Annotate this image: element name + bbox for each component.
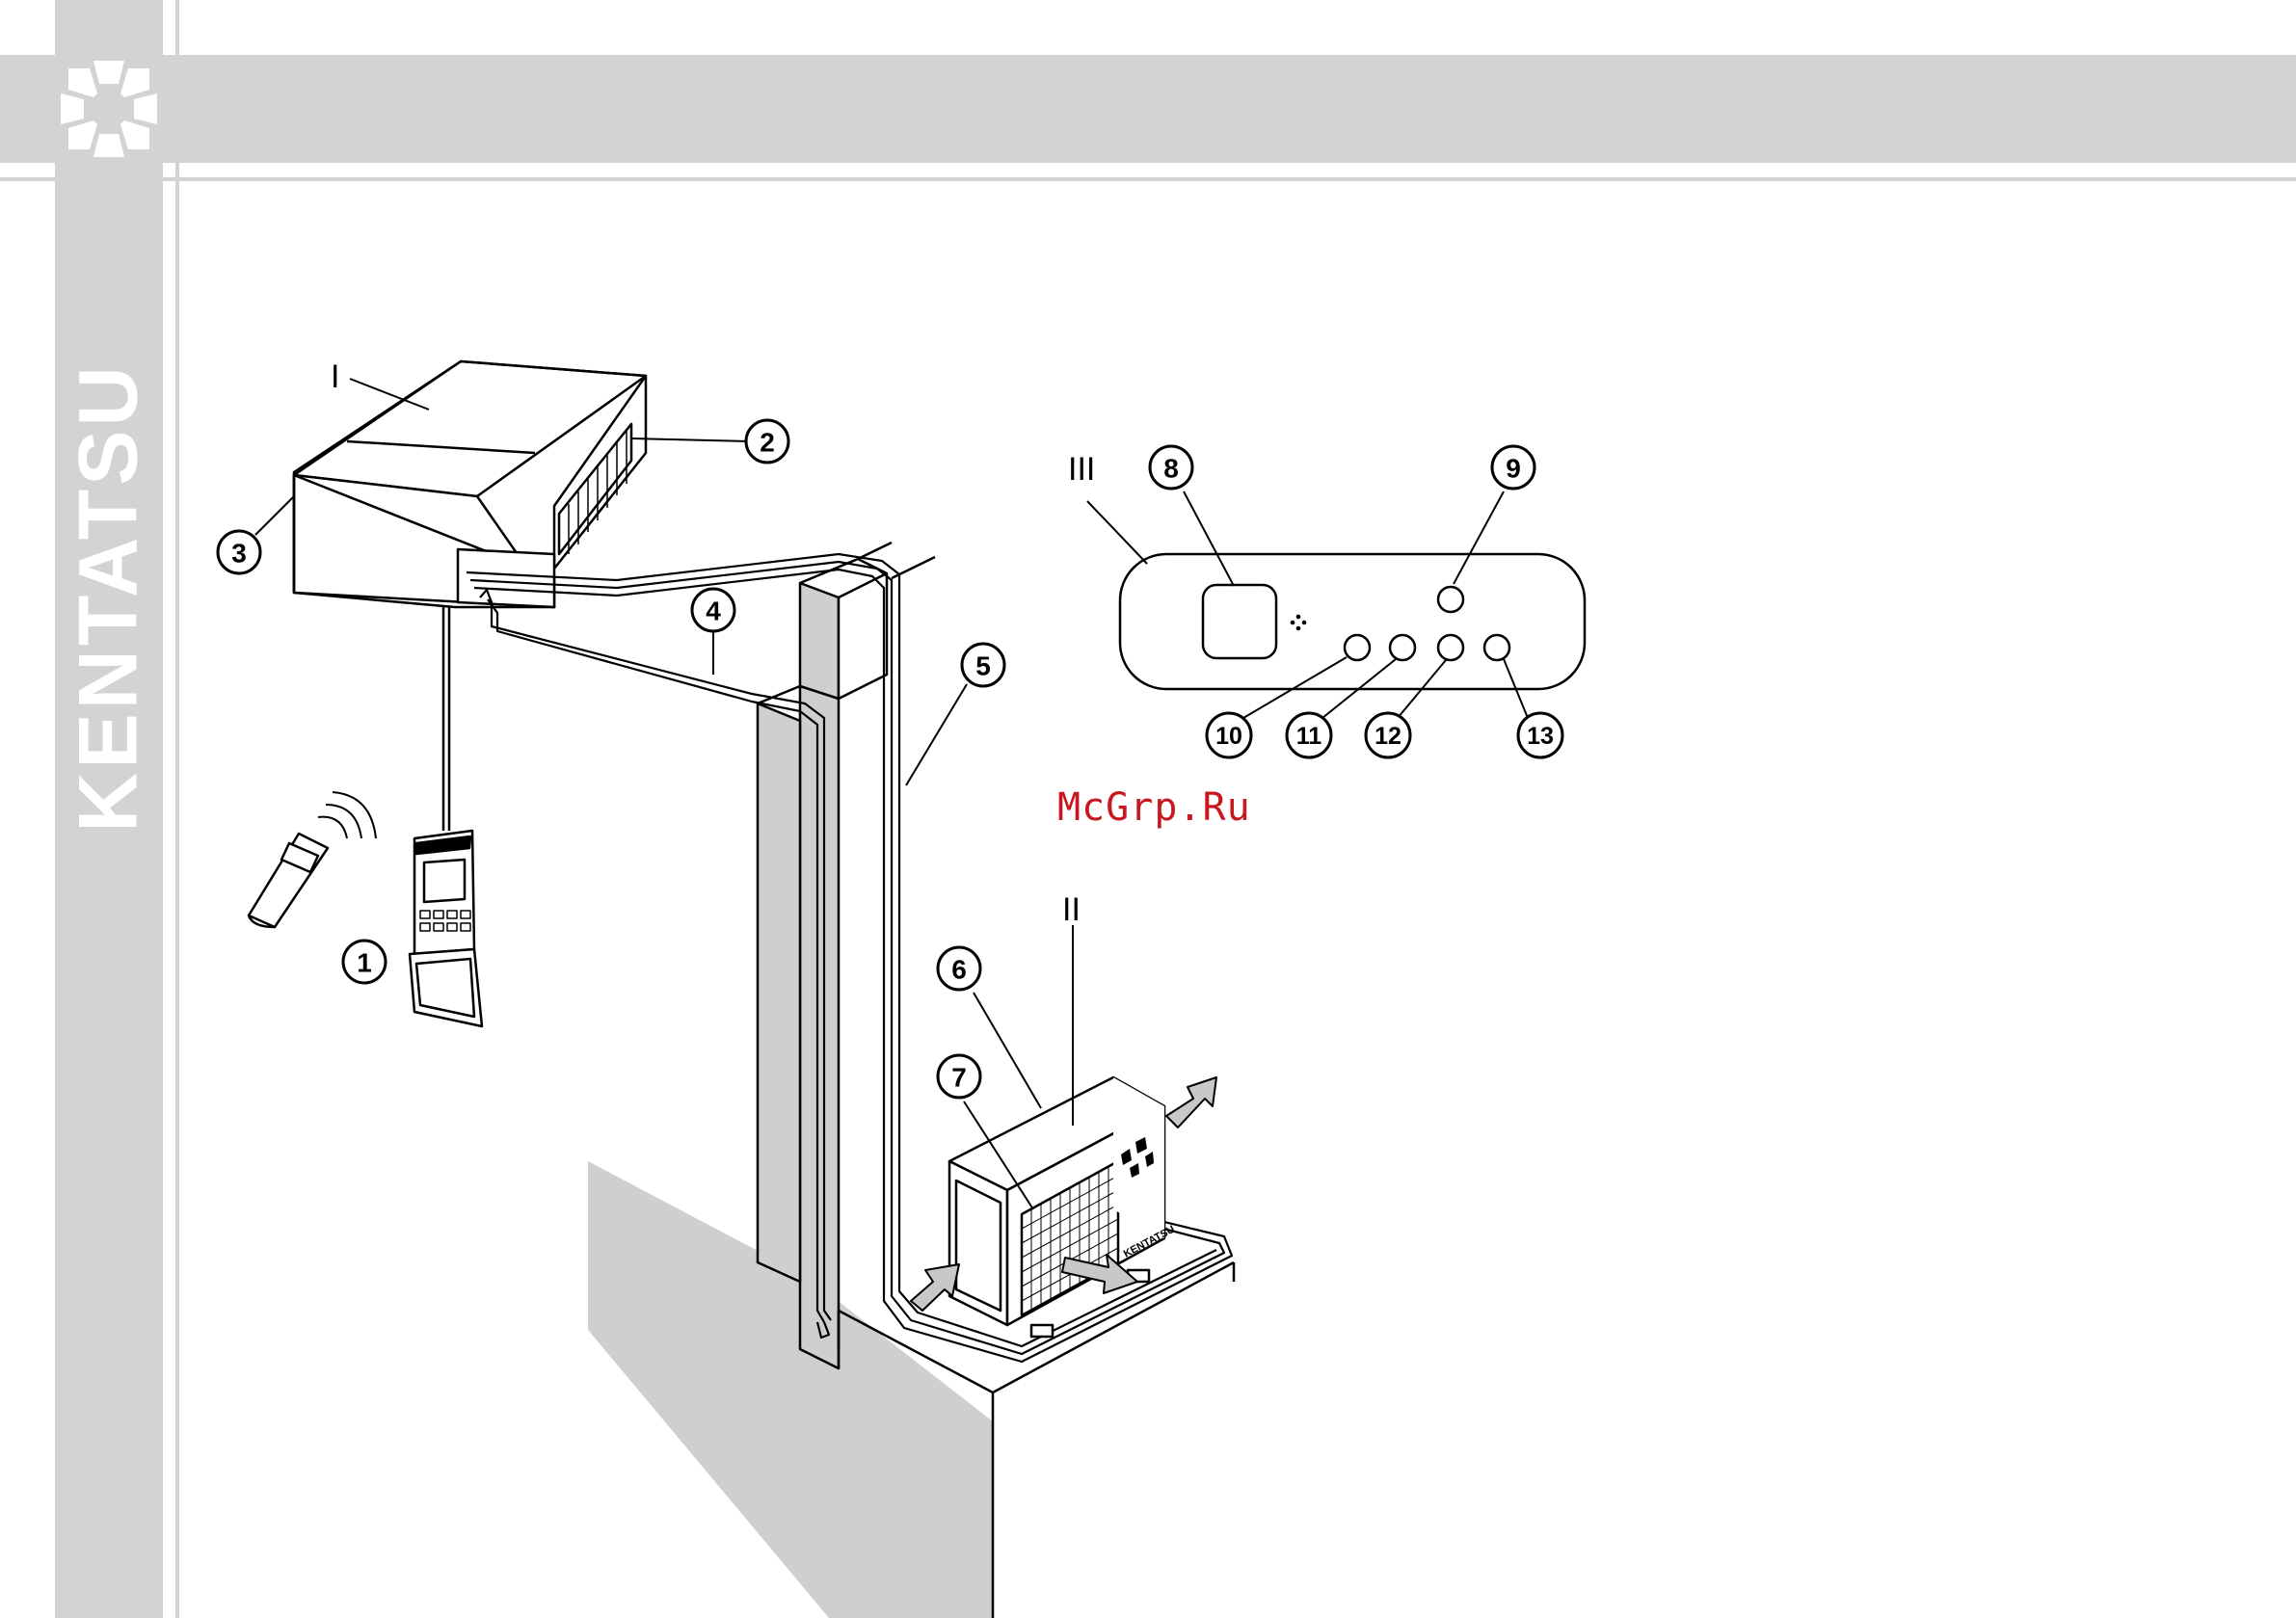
callout-1: 1 bbox=[357, 948, 372, 978]
callout-6: 6 bbox=[951, 955, 967, 985]
label-indoor-unit: I bbox=[331, 358, 339, 395]
callout-11: 11 bbox=[1296, 723, 1322, 750]
callout-2: 2 bbox=[760, 428, 775, 458]
label-indoor-panel: III bbox=[1068, 451, 1095, 488]
callout-13: 13 bbox=[1527, 723, 1554, 750]
callout-9: 9 bbox=[1506, 454, 1521, 484]
callout-12: 12 bbox=[1375, 723, 1402, 750]
indoor-unit bbox=[294, 361, 646, 607]
callout-5: 5 bbox=[975, 651, 991, 681]
callout-8: 8 bbox=[1163, 454, 1179, 484]
label-outdoor-unit: II bbox=[1062, 891, 1081, 928]
callout-7: 7 bbox=[951, 1063, 967, 1093]
callout-10: 10 bbox=[1215, 723, 1242, 750]
wall-structure bbox=[588, 543, 1234, 1618]
remote-control bbox=[249, 792, 376, 927]
wired-controller bbox=[410, 607, 482, 1026]
watermark: McGrp.Ru bbox=[1057, 785, 1251, 830]
callout-4: 4 bbox=[706, 597, 721, 626]
indoor-panel bbox=[1120, 554, 1585, 689]
callout-3: 3 bbox=[231, 539, 247, 569]
